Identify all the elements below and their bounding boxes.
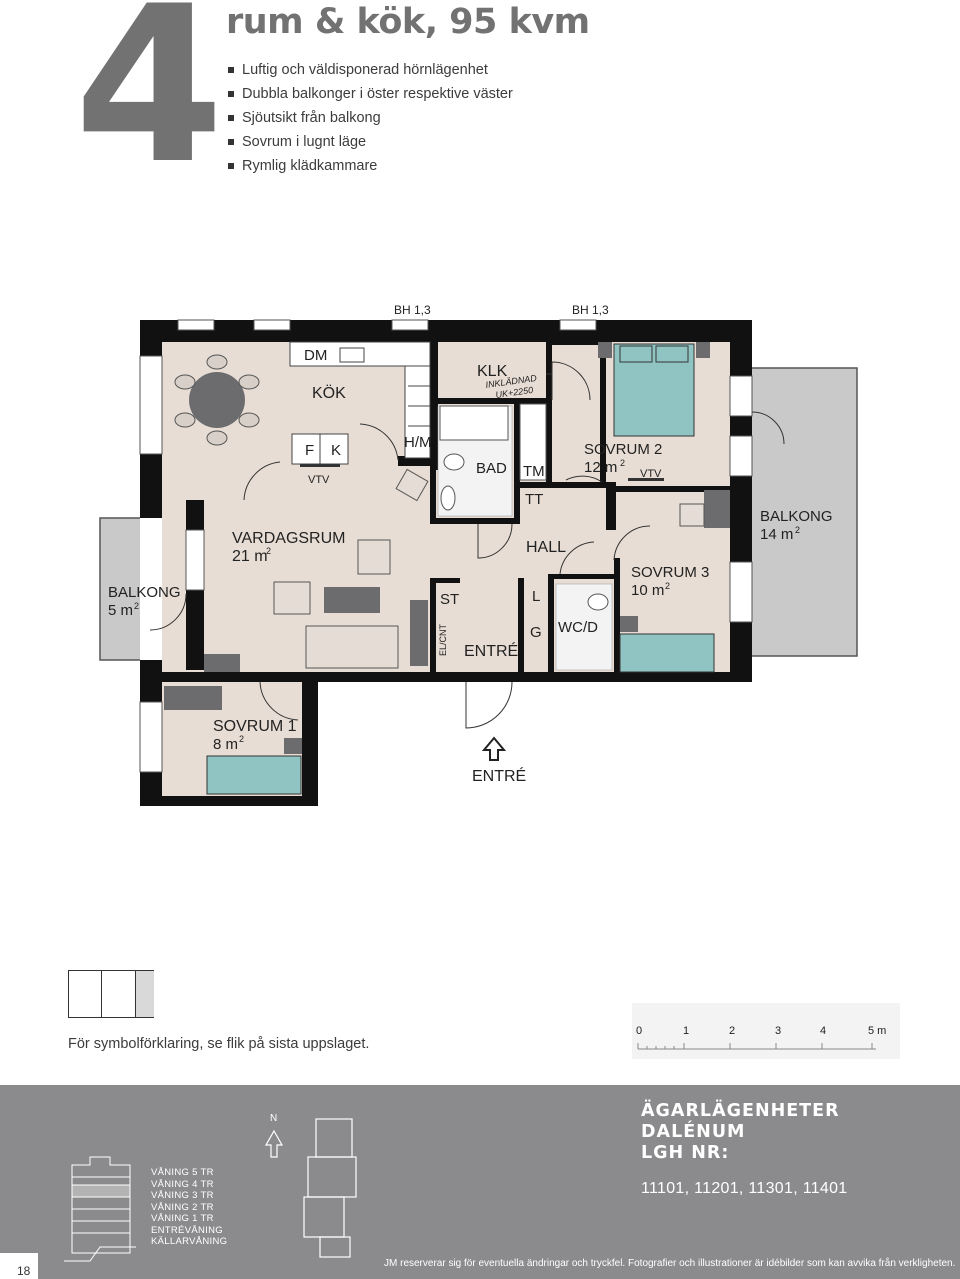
- label-sup: 2: [795, 525, 800, 535]
- label-kok: KÖK: [312, 384, 346, 402]
- building-footprint: [303, 1118, 357, 1258]
- label-sup: 2: [266, 546, 271, 556]
- footer-band: N VÅNING 5 TR VÅNING 4 TR VÅNING 3 TR VÅ…: [0, 1085, 960, 1279]
- floor-item: VÅNING 1 TR: [151, 1213, 214, 1224]
- door-swings: [149, 361, 785, 729]
- feature-item: Sjöutsikt från balkong: [228, 106, 513, 130]
- label-elcnt: EL/CNT: [438, 623, 448, 656]
- label-sovrum3: SOVRUM 3: [631, 564, 709, 581]
- scale-label: 1: [683, 1025, 689, 1037]
- label-vardagsrum-area: 21 m: [232, 548, 268, 565]
- label-balkong-east: BALKONG: [760, 508, 833, 525]
- page-number: 18: [17, 1264, 31, 1278]
- plan-labels: BH 1,3 BH 1,3 DM KÖK F K VTV H/M KLK INK…: [108, 303, 833, 785]
- scale-label: 0: [636, 1025, 642, 1037]
- floor-item: VÅNING 5 TR: [151, 1167, 214, 1178]
- label-vtv-kitchen: VTV: [308, 474, 330, 486]
- label-hm: H/M: [404, 434, 432, 451]
- disclaimer: JM reserverar sig för eventuella ändring…: [384, 1258, 956, 1269]
- label-balkong-west-area: 5 m: [108, 602, 133, 619]
- page-title: rum & kök, 95 kvm: [226, 2, 590, 42]
- bh-label-left: BH 1,3: [394, 303, 431, 317]
- label-g: G: [530, 624, 542, 641]
- label-l: L: [532, 588, 540, 605]
- owner-line: DALÉNUM: [641, 1122, 746, 1142]
- floor-list: VÅNING 5 TR VÅNING 4 TR VÅNING 3 TR VÅNI…: [151, 1167, 227, 1248]
- label-hall: HALL: [526, 539, 566, 556]
- floor-item: VÅNING 4 TR: [151, 1178, 214, 1190]
- label-f: F: [305, 442, 314, 459]
- label-tm: TM: [523, 463, 545, 480]
- floor-item: VÅNING 2 TR: [151, 1201, 214, 1213]
- scale-label: 4: [820, 1025, 826, 1037]
- floor-item: ENTRÉVÅNING: [151, 1224, 223, 1236]
- scale-label: 5 m: [868, 1025, 886, 1037]
- label-sup: 2: [134, 601, 139, 611]
- interior-walls: [140, 340, 752, 806]
- label-klk: KLK: [477, 363, 508, 380]
- owner-line: ÄGARLÄGENHETER: [641, 1101, 840, 1121]
- label-entre-outside: ENTRÉ: [472, 766, 526, 785]
- floor-item: KÄLLARVÅNING: [151, 1236, 228, 1247]
- scale-label: 3: [775, 1025, 781, 1037]
- label-balkong-east-area: 14 m: [760, 526, 793, 543]
- bh-label-right: BH 1,3: [572, 303, 609, 317]
- living-furniture: [204, 468, 429, 672]
- balcony-east: [746, 367, 858, 657]
- scale-bar: 0 1 2 3 4 5 m: [632, 1003, 900, 1059]
- floor-plan: BH 1,3 BH 1,3 DM KÖK F K VTV H/M KLK INK…: [99, 303, 858, 806]
- label-tt: TT: [525, 491, 543, 508]
- bathroom: [437, 403, 613, 671]
- entrance-arrow-icon: [481, 736, 507, 761]
- label-vtv-bedroom: VTV: [640, 468, 662, 480]
- north-label: N: [270, 1113, 277, 1124]
- symbol-legend-box: [68, 970, 154, 1018]
- north-arrow-icon: [264, 1129, 284, 1158]
- label-sup: 2: [665, 581, 670, 591]
- feature-item: Sovrum i lugnt läge: [228, 130, 513, 154]
- feature-item: Dubbla balkonger i öster respektive väst…: [228, 82, 513, 106]
- label-wcd: WC/D: [558, 619, 598, 636]
- dining-table: [174, 354, 260, 446]
- feature-item: Rymlig klädkammare: [228, 154, 513, 178]
- label-st: ST: [440, 591, 459, 608]
- label-k: K: [331, 442, 341, 459]
- label-sup: 2: [239, 734, 244, 744]
- page-number-box: 18: [0, 1253, 38, 1279]
- owner-heading: ÄGARLÄGENHETER DALÉNUM LGH NR:: [641, 1101, 840, 1164]
- apartment-numbers: 11101, 11201, 11301, 11401: [641, 1180, 848, 1197]
- label-sovrum1: SOVRUM 1: [213, 718, 297, 735]
- label-sovrum2: SOVRUM 2: [584, 441, 662, 458]
- label-sup: 2: [620, 458, 625, 468]
- building-section: [64, 1156, 136, 1262]
- site-map: N: [64, 1113, 357, 1262]
- label-dm: DM: [304, 347, 327, 364]
- owner-line: LGH NR:: [641, 1143, 730, 1163]
- windows: [139, 319, 753, 773]
- room-count-number: 4: [74, 0, 224, 211]
- label-entre-inside: ENTRÉ: [464, 641, 518, 660]
- floor-item: VÅNING 3 TR: [151, 1190, 214, 1201]
- label-bad: BAD: [476, 460, 507, 477]
- beds: [164, 342, 730, 795]
- legend-note: För symbolförklaring, se flik på sista u…: [68, 1036, 370, 1052]
- scale-label: 2: [729, 1025, 735, 1037]
- label-sovrum2-area: 12 m: [584, 459, 617, 476]
- label-vardagsrum: VARDAGSRUM: [232, 530, 346, 547]
- label-balkong-west: BALKONG: [108, 584, 181, 601]
- feature-item: Luftig och väldisponerad hörnlägenhet: [228, 58, 513, 82]
- label-sovrum1-area: 8 m: [213, 736, 238, 753]
- feature-list: Luftig och väldisponerad hörnlägenhet Du…: [228, 58, 513, 178]
- label-sovrum3-area: 10 m: [631, 582, 664, 599]
